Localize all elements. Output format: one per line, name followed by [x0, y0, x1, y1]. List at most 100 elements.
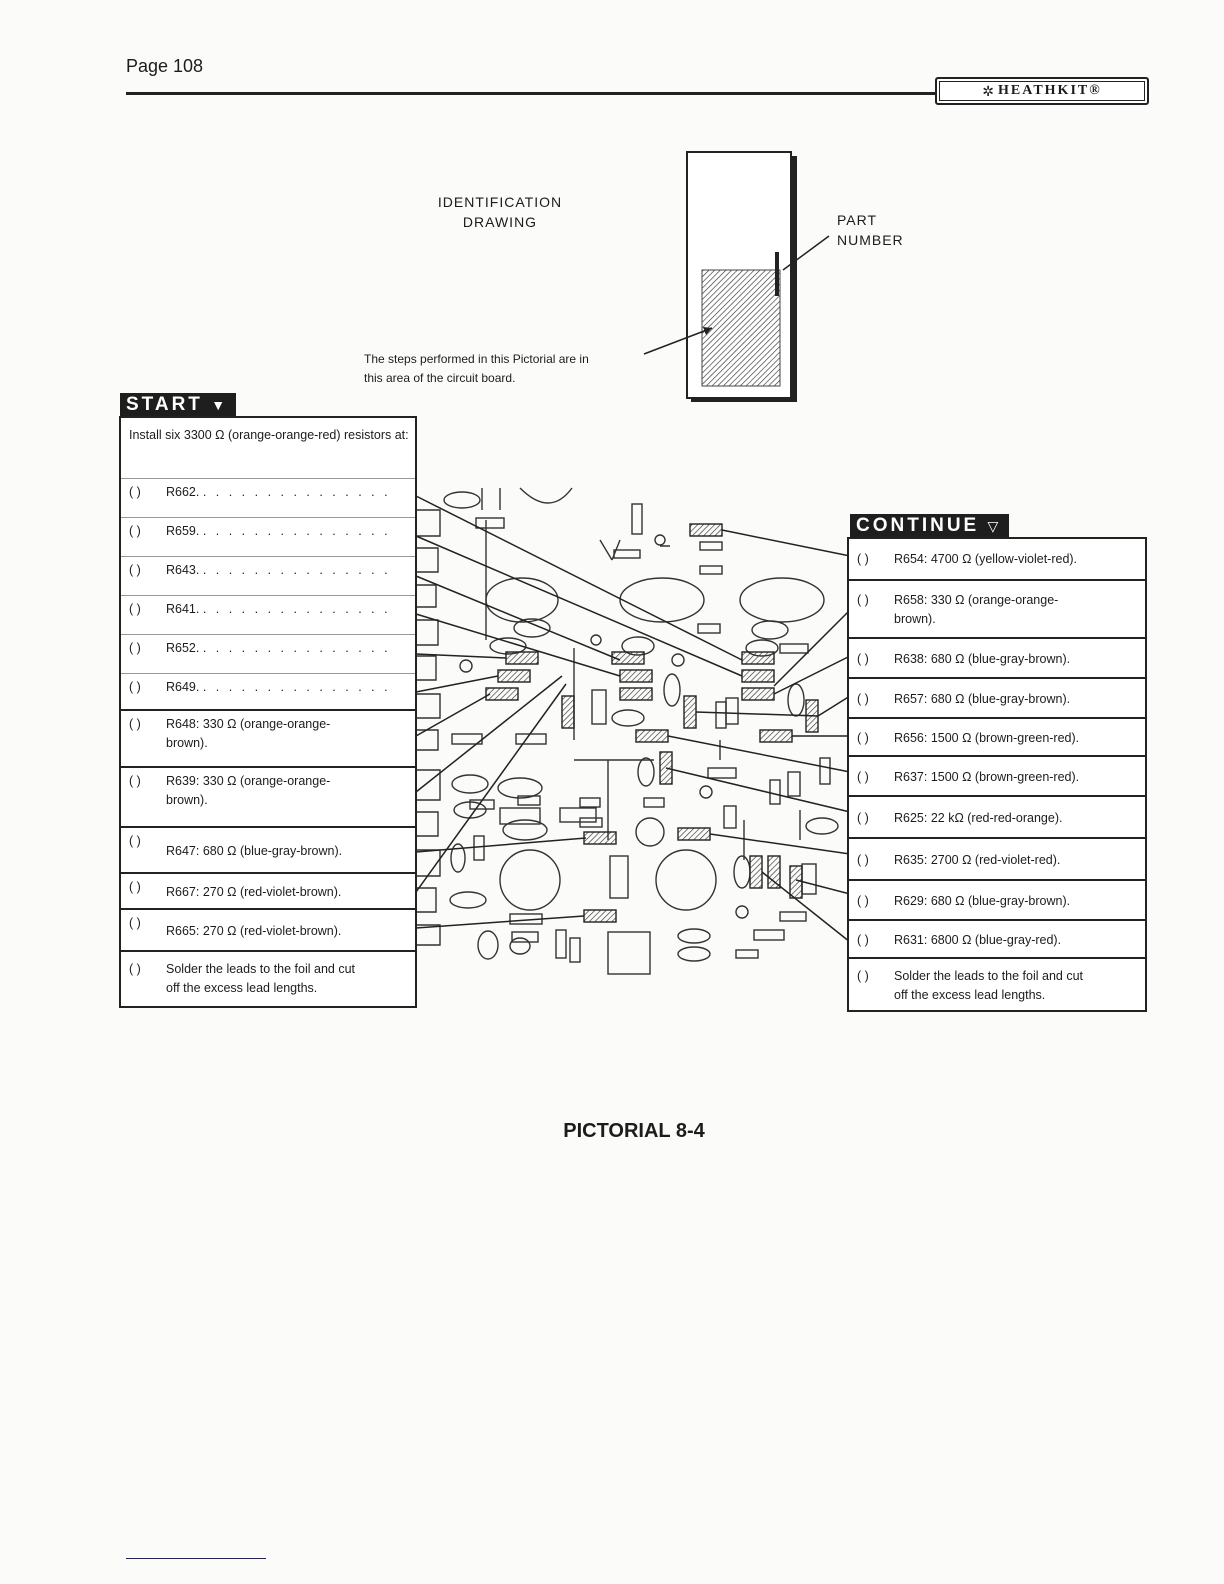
step-checkbox[interactable]: ( )	[129, 524, 141, 538]
step-r662[interactable]: ( ) R662. . . . . . . . . . . . . . . .	[121, 478, 415, 517]
step-checkbox[interactable]: ( )	[129, 563, 141, 577]
down-arrow-outline-icon: ▽	[987, 518, 999, 534]
leader-dots: . . . . . . . . . . . . . . .	[202, 641, 391, 655]
step-r657[interactable]: ( ) R657: 680 Ω (blue-gray-brown).	[849, 677, 1145, 717]
step-r656[interactable]: ( ) R656: 1500 Ω (brown-green-red).	[849, 717, 1145, 755]
step-text-line1: R648: 330 Ω (orange-orange-	[166, 717, 331, 731]
step-text: R667: 270 Ω (red-violet-brown).	[166, 885, 342, 899]
steps-note-line2: this area of the circuit board.	[364, 371, 516, 385]
step-text-line1: Solder the leads to the foil and cut	[894, 969, 1084, 983]
step-r625[interactable]: ( ) R625: 22 kΩ (red-red-orange).	[849, 795, 1145, 837]
atom-icon: ✲	[982, 82, 995, 99]
step-checkbox[interactable]: ( )	[857, 933, 869, 947]
step-solder-left[interactable]: ( ) Solder the leads to the foil and cut…	[121, 950, 415, 1004]
part-number-line1: PART	[837, 212, 878, 228]
step-r665[interactable]: ( ) R665: 270 Ω (red-violet-brown).	[121, 908, 415, 950]
steps-note-line1: The steps performed in this Pictorial ar…	[364, 352, 589, 366]
start-tag: START ▼	[120, 393, 236, 417]
leader-dots: . . . . . . . . . . . . . . .	[202, 524, 391, 538]
heathkit-logo: ✲ HEATHKIT®	[935, 77, 1149, 105]
step-text: R665: 270 Ω (red-violet-brown).	[166, 924, 342, 938]
step-checkbox[interactable]: ( )	[857, 552, 869, 566]
step-label: R641.	[166, 602, 200, 616]
step-text-line1: Solder the leads to the foil and cut	[166, 962, 356, 976]
step-r638[interactable]: ( ) R638: 680 Ω (blue-gray-brown).	[849, 637, 1145, 677]
leader-dots: . . . . . . . . . . . . . . .	[202, 602, 391, 616]
step-r631[interactable]: ( ) R631: 6800 Ω (blue-gray-red).	[849, 919, 1145, 957]
step-checkbox[interactable]: ( )	[857, 811, 869, 825]
step-r641[interactable]: ( ) R641. . . . . . . . . . . . . . . .	[121, 595, 415, 634]
board-components	[416, 487, 839, 975]
step-label: R652.	[166, 641, 200, 655]
step-checkbox[interactable]: ( )	[129, 834, 141, 848]
identification-title: IDENTIFICATION DRAWING	[410, 192, 590, 232]
step-checkbox[interactable]: ( )	[129, 641, 141, 655]
step-solder-right[interactable]: ( ) Solder the leads to the foil and cut…	[849, 957, 1145, 1008]
header-rule	[126, 92, 936, 95]
logo-brand: HEATHKIT®	[998, 83, 1102, 98]
step-label: R662.	[166, 485, 200, 499]
step-label: R659.	[166, 524, 200, 538]
step-r629[interactable]: ( ) R629: 680 Ω (blue-gray-brown).	[849, 879, 1145, 919]
step-checkbox[interactable]: ( )	[857, 692, 869, 706]
step-checkbox[interactable]: ( )	[857, 969, 869, 983]
step-r667[interactable]: ( ) R667: 270 Ω (red-violet-brown).	[121, 872, 415, 908]
step-r643[interactable]: ( ) R643. . . . . . . . . . . . . . . .	[121, 556, 415, 595]
step-checkbox[interactable]: ( )	[857, 770, 869, 784]
step-text: R654: 4700 Ω (yellow-violet-red).	[894, 552, 1078, 566]
step-checkbox[interactable]: ( )	[129, 717, 141, 731]
continue-instructions-panel: ( ) R654: 4700 Ω (yellow-violet-red). ( …	[847, 537, 1147, 1012]
step-checkbox[interactable]: ( )	[857, 652, 869, 666]
step-r654[interactable]: ( ) R654: 4700 Ω (yellow-violet-red).	[849, 539, 1145, 579]
step-checkbox[interactable]: ( )	[129, 916, 141, 930]
step-checkbox[interactable]: ( )	[857, 731, 869, 745]
leader-dots: . . . . . . . . . . . . . . .	[202, 485, 391, 499]
continue-leader-lines	[665, 529, 851, 943]
step-text-line1: R658: 330 Ω (orange-orange-	[894, 593, 1059, 607]
step-label: R649.	[166, 680, 200, 694]
step-r635[interactable]: ( ) R635: 2700 Ω (red-violet-red).	[849, 837, 1145, 879]
footer-rule	[126, 1558, 266, 1559]
start-intro: Install six 3300 Ω (orange-orange-red) r…	[129, 428, 409, 442]
part-number-label: PART NUMBER	[837, 210, 904, 250]
step-r637[interactable]: ( ) R637: 1500 Ω (brown-green-red).	[849, 755, 1145, 795]
step-text: R635: 2700 Ω (red-violet-red).	[894, 853, 1061, 867]
step-r639[interactable]: ( ) R639: 330 Ω (orange-orange- brown).	[121, 766, 415, 826]
step-checkbox[interactable]: ( )	[129, 880, 141, 894]
step-text: R647: 680 Ω (blue-gray-brown).	[166, 844, 343, 858]
step-text-line2: brown).	[166, 793, 208, 807]
step-text-line2: brown).	[166, 736, 208, 750]
step-r648[interactable]: ( ) R648: 330 Ω (orange-orange- brown).	[121, 709, 415, 766]
step-r649[interactable]: ( ) R649. . . . . . . . . . . . . . . .	[121, 673, 415, 709]
step-text: R631: 6800 Ω (blue-gray-red).	[894, 933, 1062, 947]
down-arrow-icon: ▼	[211, 397, 226, 413]
pictorial-caption: PICTORIAL 8-4	[563, 1120, 705, 1142]
step-text: R625: 22 kΩ (red-red-orange).	[894, 811, 1063, 825]
continue-tag: CONTINUE ▽	[850, 514, 1009, 538]
start-instructions-panel: Install six 3300 Ω (orange-orange-red) r…	[119, 416, 417, 1008]
step-text: R637: 1500 Ω (brown-green-red).	[894, 770, 1080, 784]
step-checkbox[interactable]: ( )	[129, 602, 141, 616]
page-number: Page 108	[126, 56, 204, 76]
leader-dots: . . . . . . . . . . . . . . .	[202, 563, 391, 577]
identification-board	[643, 151, 830, 402]
start-leader-lines	[415, 495, 743, 929]
step-text-line1: R639: 330 Ω (orange-orange-	[166, 774, 331, 788]
step-r652[interactable]: ( ) R652. . . . . . . . . . . . . . . .	[121, 634, 415, 673]
step-r647[interactable]: ( ) R647: 680 Ω (blue-gray-brown).	[121, 826, 415, 872]
step-text-line2: brown).	[894, 612, 936, 626]
step-text: R657: 680 Ω (blue-gray-brown).	[894, 692, 1071, 706]
step-checkbox[interactable]: ( )	[857, 593, 869, 607]
step-r658[interactable]: ( ) R658: 330 Ω (orange-orange- brown).	[849, 579, 1145, 637]
step-checkbox[interactable]: ( )	[129, 680, 141, 694]
step-checkbox[interactable]: ( )	[129, 485, 141, 499]
step-checkbox[interactable]: ( )	[129, 774, 141, 788]
step-label: R643.	[166, 563, 200, 577]
step-checkbox[interactable]: ( )	[857, 853, 869, 867]
step-r659[interactable]: ( ) R659. . . . . . . . . . . . . . . .	[121, 517, 415, 556]
hatched-resistors	[485, 523, 819, 923]
step-checkbox[interactable]: ( )	[857, 894, 869, 908]
identification-title-line2: DRAWING	[462, 214, 538, 230]
step-checkbox[interactable]: ( )	[129, 962, 141, 976]
step-text: R656: 1500 Ω (brown-green-red).	[894, 731, 1080, 745]
